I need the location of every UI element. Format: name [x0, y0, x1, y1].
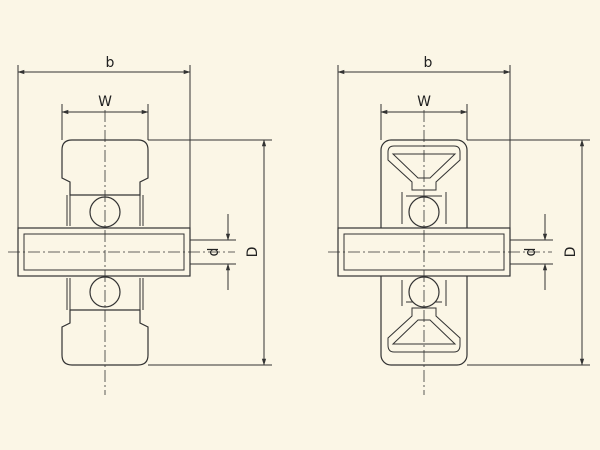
- left-dim-b-label: b: [106, 55, 115, 71]
- left-dim-d-label: d: [206, 248, 222, 257]
- right-hub-upper: [387, 145, 461, 191]
- left-dim-w-label: W: [98, 94, 112, 110]
- right-dim-w-label: W: [417, 94, 431, 110]
- left-wheel-view: b W D d: [8, 55, 272, 395]
- left-bearing-housing-upper: [66, 182, 144, 226]
- right-dim-d-label: d: [523, 248, 539, 257]
- left-dim-D-label: D: [245, 247, 261, 258]
- right-dim-b-label: b: [424, 55, 433, 71]
- left-bearing-housing-lower: [66, 278, 144, 323]
- right-dim-D-label: D: [563, 247, 579, 258]
- right-wheel-view: b W D d: [328, 55, 590, 395]
- right-hub-lower: [387, 307, 461, 353]
